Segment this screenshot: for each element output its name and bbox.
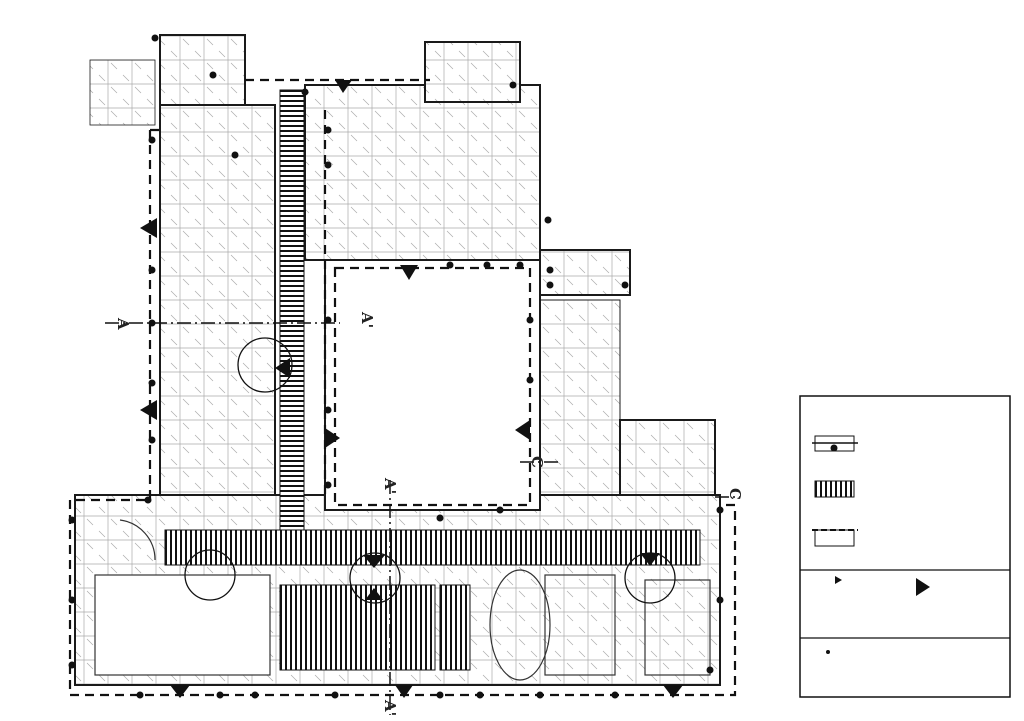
triangle-large-icon [365,588,383,600]
triangle-large-icon [140,218,157,238]
triangle-large-icon [515,420,530,440]
south-stair-corridor [164,529,701,566]
west-annex [89,59,156,126]
perimeter-dots [68,34,724,699]
triangle-large-icon [663,685,683,698]
section-label: A' [358,311,376,328]
hall-hatch-1 [279,584,436,671]
section-labels: A A' A' A' C C [114,311,744,716]
dashed-line-icon [812,529,858,547]
triangle-large-icon [363,555,385,568]
west-stair-corridor [279,89,305,531]
east-block [539,249,631,296]
hatched-stair-icon [814,480,855,498]
south-rooms [94,519,711,681]
triangle-large-icon [325,428,340,448]
triangle-large-icon [640,553,660,566]
triangle-large-icon [395,685,413,698]
triangle-large-icon [170,685,190,698]
section-lines [105,322,740,715]
exit-triangles [140,80,683,698]
north-wing [304,84,541,261]
west-wing [159,104,276,526]
section-label: A' [381,699,399,716]
section-label: A [114,317,132,330]
triangle-large-icon [140,400,157,420]
hall-hatch-2 [439,584,471,671]
courtyard [324,259,541,511]
dot-icon [826,650,830,654]
triangle-large-icon [335,80,352,93]
legend [799,395,1011,698]
triangle-large-icon [400,265,418,280]
north-tower [424,41,521,103]
triangle-large-icon [275,358,290,378]
wall-with-point-icon [812,435,858,452]
triangle-small-icon [835,576,842,584]
northwest-block [159,34,246,106]
area-circles [184,337,676,604]
section-label: A' [381,477,399,494]
triangle-large-icon [916,578,930,596]
section-label: C [726,488,744,500]
section-label: C [528,456,546,468]
